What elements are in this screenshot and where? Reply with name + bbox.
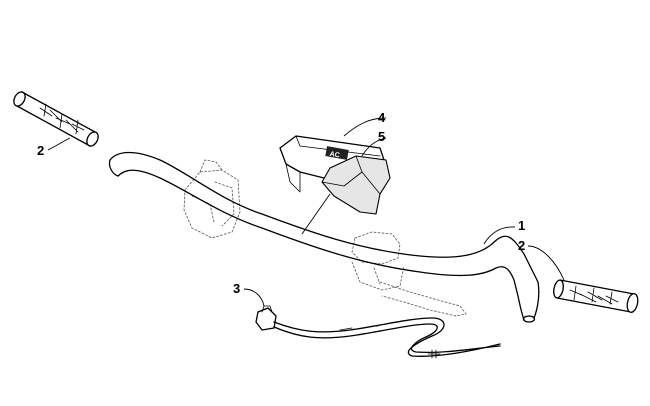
left-grip [13,91,99,147]
leader-lines [47,117,565,307]
pad-logo: AC [325,146,349,160]
callout-switch: 3 [233,281,240,296]
pad-foam [321,155,391,215]
callout-handlebar: 1 [518,218,525,233]
callout-foam: 5 [378,129,385,144]
left-control-housing [183,159,241,239]
pad-logo-text: AC [329,151,340,160]
handlebar [108,151,540,323]
callout-left-grip: 2 [37,143,44,158]
callouts: 2 4 5 1 2 3 [37,110,525,296]
kill-switch-harness [255,305,501,359]
brake-lever-assembly [351,231,467,317]
right-grip [553,279,639,314]
callout-right-grip: 2 [518,238,525,253]
callout-pad: 4 [378,110,386,125]
